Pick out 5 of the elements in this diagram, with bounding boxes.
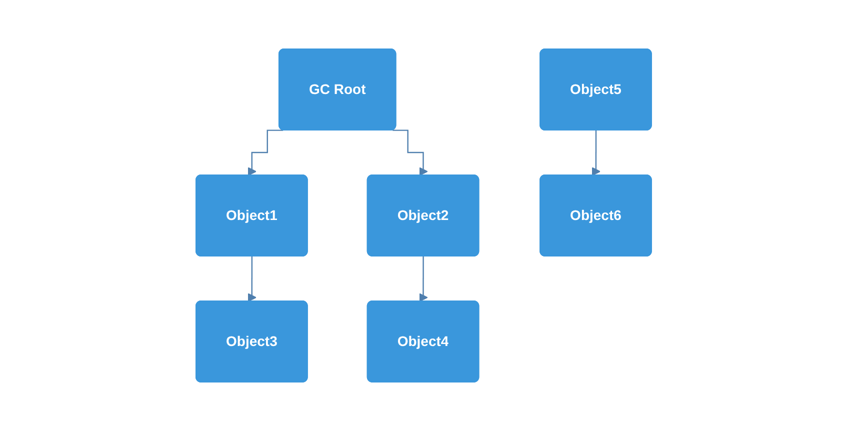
arrow	[247, 129, 283, 176]
arrow	[418, 255, 428, 302]
arrow	[592, 129, 600, 176]
arrow	[392, 129, 428, 176]
arrow	[247, 255, 256, 302]
